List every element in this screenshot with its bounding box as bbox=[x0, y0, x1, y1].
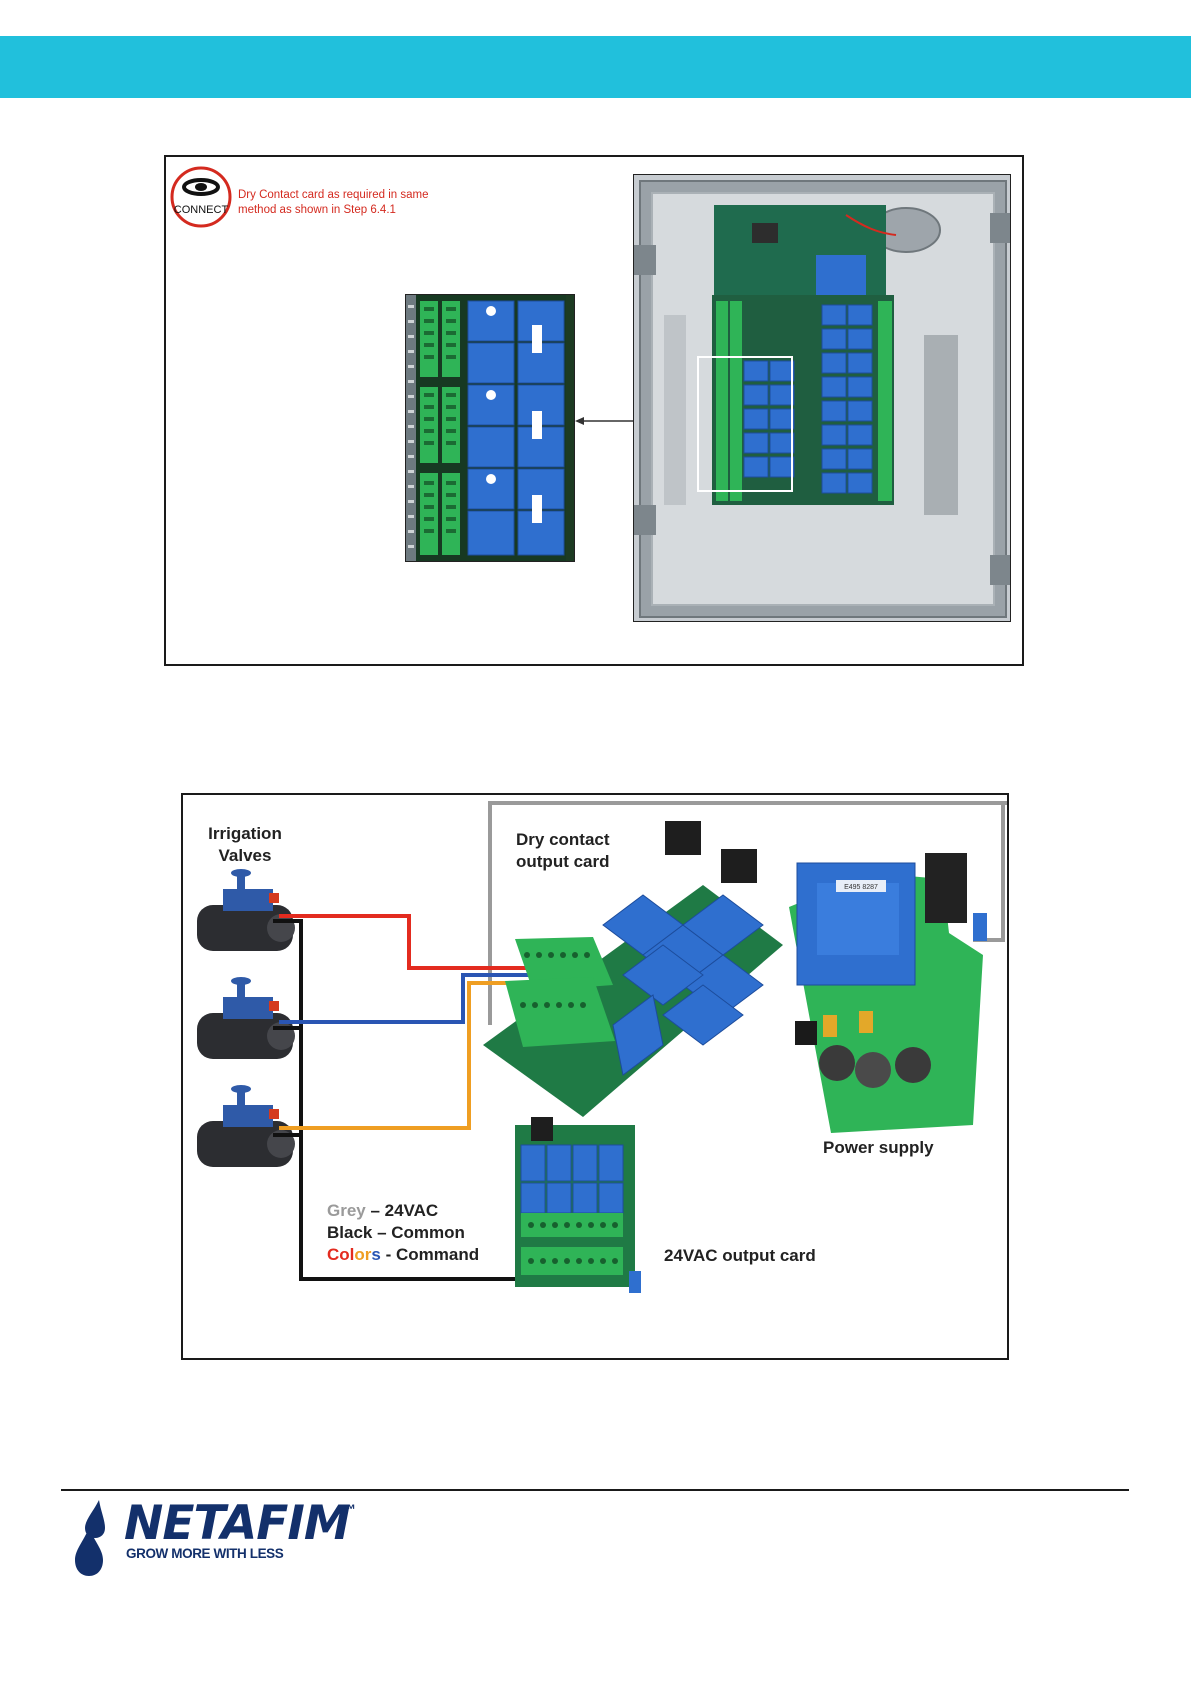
legend-colors-o: o bbox=[339, 1245, 349, 1264]
controller-cabinet-photo bbox=[633, 174, 1011, 622]
label-valves-line1: Irrigation bbox=[197, 823, 293, 845]
connect-note-line1: Dry Contact card as required in same bbox=[238, 188, 468, 203]
connect-logo: CONNECT bbox=[169, 165, 233, 229]
connect-note-line2: method as shown in Step 6.4.1 bbox=[238, 203, 468, 218]
red-command-wire bbox=[279, 916, 538, 968]
label-dry-line2: output card bbox=[516, 851, 656, 873]
legend-grey-rest: – 24VAC bbox=[366, 1201, 438, 1220]
label-irrigation-valves: Irrigation Valves bbox=[197, 823, 293, 867]
label-24vac-card: 24VAC output card bbox=[664, 1245, 816, 1267]
connect-note: Dry Contact card as required in same met… bbox=[238, 188, 468, 218]
label-valves-line2: Valves bbox=[197, 845, 293, 867]
dry-contact-card-photo bbox=[406, 295, 575, 562]
header-bar bbox=[0, 36, 1191, 98]
wire-color-legend: Grey – 24VAC Black – Common Colors - Com… bbox=[327, 1200, 479, 1266]
netafim-trademark: ™ bbox=[342, 1501, 356, 1517]
cabinet-illustration bbox=[634, 175, 1011, 622]
legend-grey-word: Grey bbox=[327, 1201, 366, 1220]
legend-colors-s: s bbox=[371, 1245, 380, 1264]
footer-divider bbox=[61, 1489, 1129, 1491]
24vac-output-card bbox=[515, 1117, 641, 1293]
psu-transformer-label: E495 8287 bbox=[844, 884, 878, 891]
legend-grey: Grey – 24VAC bbox=[327, 1200, 479, 1222]
figure-wiring-diagram: E495 8287 Irr bbox=[181, 793, 1009, 1360]
connect-logo-text: CONNECT bbox=[174, 204, 229, 216]
netafim-drop-icon bbox=[73, 1498, 109, 1578]
figure-controller-cabinet: CONNECT Dry Contact card as required in … bbox=[164, 155, 1024, 666]
legend-colors-o2: o bbox=[354, 1245, 364, 1264]
power-supply-board: E495 8287 bbox=[789, 853, 987, 1133]
netafim-tagline: GROW MORE WITH LESS bbox=[126, 1546, 283, 1561]
label-dry-line1: Dry contact bbox=[516, 829, 656, 851]
label-dry-contact-card: Dry contact output card bbox=[516, 829, 656, 873]
netafim-wordmark: NETAFIM bbox=[124, 1496, 350, 1552]
legend-colors-c: C bbox=[327, 1245, 339, 1264]
dry-contact-card-closeup bbox=[405, 294, 575, 562]
legend-colors-rest: - Command bbox=[381, 1245, 479, 1264]
wiring-drawing: E495 8287 bbox=[183, 795, 1007, 1358]
valve-1 bbox=[197, 869, 295, 951]
label-power-supply: Power supply bbox=[823, 1137, 934, 1159]
valve-2 bbox=[197, 977, 295, 1059]
legend-colors: Colors - Command bbox=[327, 1244, 479, 1266]
legend-black: Black – Common bbox=[327, 1222, 479, 1244]
